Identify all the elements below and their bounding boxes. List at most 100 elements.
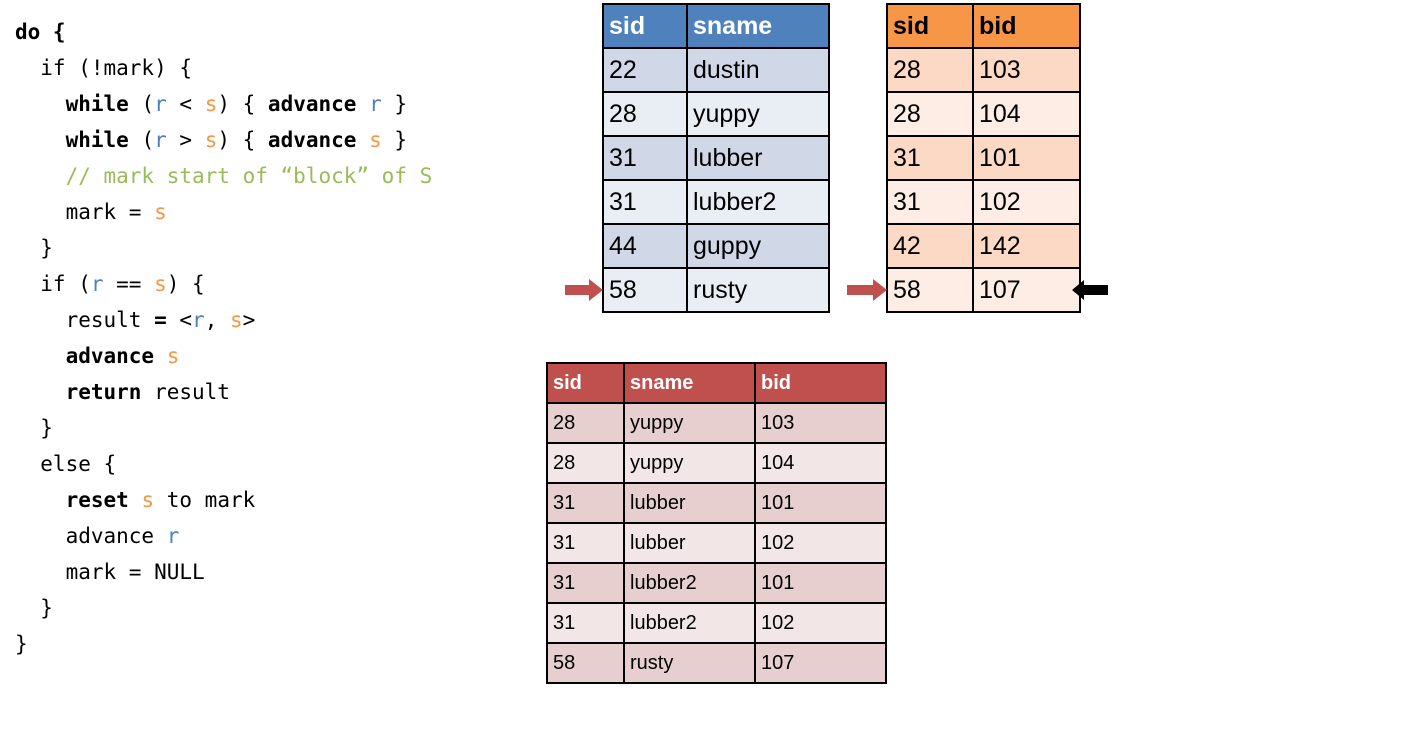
code-line: }	[15, 590, 432, 626]
code-token: ) {	[217, 128, 268, 152]
code-token: r	[166, 524, 180, 548]
code-token: result	[15, 308, 155, 332]
table-cell: 102	[754, 602, 887, 644]
code-token	[356, 128, 369, 152]
table-cell: 28	[602, 91, 688, 137]
code-line: result = <r, s>	[15, 302, 432, 338]
table-cell: 31	[886, 179, 974, 225]
code-token: advance	[65, 344, 155, 368]
code-token	[154, 344, 167, 368]
code-token: r	[90, 272, 104, 296]
code-token: r	[154, 128, 167, 152]
table-cell: 104	[972, 91, 1081, 137]
code-token: advance	[267, 128, 357, 152]
code-token: r	[154, 92, 167, 116]
table-cell: 58	[886, 267, 974, 313]
table-cell: 28	[886, 47, 974, 93]
mark-pointer-arrow-icon	[1072, 280, 1108, 300]
code-line: return result	[15, 374, 432, 410]
table-cell: 101	[754, 562, 887, 604]
code-line: advance s	[15, 338, 432, 374]
code-token: s	[204, 92, 218, 116]
code-line: }	[15, 410, 432, 446]
code-token: mark = NULL	[15, 560, 205, 584]
table-cell: 31	[886, 135, 974, 181]
code-token: =	[154, 308, 167, 332]
table-cell: 31	[546, 562, 625, 604]
table-cell: 31	[546, 482, 625, 524]
code-token: s	[369, 128, 382, 152]
table-cell: guppy	[686, 223, 830, 269]
table-cell: 102	[972, 179, 1081, 225]
code-token: s	[229, 308, 243, 332]
table-cell: 58	[602, 267, 688, 313]
code-token	[15, 344, 66, 368]
code-token: }	[381, 92, 408, 116]
code-token: <	[166, 308, 193, 332]
code-token: // mark start of “block” of S	[65, 164, 433, 188]
code-token: }	[381, 128, 408, 152]
table-cell: 103	[754, 402, 887, 444]
table-cell: 28	[886, 91, 974, 137]
result-column-header: bid	[754, 362, 887, 404]
table-cell: 107	[972, 267, 1081, 313]
code-token: s	[141, 488, 155, 512]
code-line: if (r == s) {	[15, 266, 432, 302]
code-token	[356, 92, 369, 116]
table-cell: 28	[546, 442, 625, 484]
r-pointer-arrow-icon	[565, 279, 603, 301]
code-token: reset	[65, 488, 129, 512]
s-pointer-arrow-icon	[847, 279, 887, 301]
code-token: s	[204, 128, 218, 152]
result-column-header: sid	[546, 362, 625, 404]
code-token: advance	[267, 92, 357, 116]
code-token	[15, 128, 66, 152]
table-cell: rusty	[686, 267, 830, 313]
code-line: do {	[15, 14, 432, 50]
code-token: >	[242, 308, 256, 332]
code-token: }	[15, 632, 28, 656]
table-cell: yuppy	[623, 442, 756, 484]
code-token: s	[154, 200, 167, 224]
code-line: mark = NULL	[15, 554, 432, 590]
code-token: ) {	[217, 92, 268, 116]
table-cell: 42	[886, 223, 974, 269]
code-token: do {	[15, 20, 66, 44]
code-token: while	[65, 128, 129, 152]
table-cell: yuppy	[623, 402, 756, 444]
code-token: (	[128, 128, 155, 152]
code-token: return	[65, 380, 142, 404]
code-token: <	[166, 92, 205, 116]
code-token: to mark	[154, 488, 256, 512]
table-cell: 103	[972, 47, 1081, 93]
table-cell: 22	[602, 47, 688, 93]
code-token: else {	[15, 452, 117, 476]
table-cell: 102	[754, 522, 887, 564]
result-column-header: sname	[623, 362, 756, 404]
reserves-column-header: bid	[972, 3, 1081, 49]
table-cell: dustin	[686, 47, 830, 93]
code-token: mark =	[15, 200, 155, 224]
code-token: r	[192, 308, 205, 332]
code-token: }	[15, 596, 53, 620]
code-token: >	[166, 128, 205, 152]
code-token: if (	[15, 272, 91, 296]
code-token: ,	[204, 308, 230, 332]
